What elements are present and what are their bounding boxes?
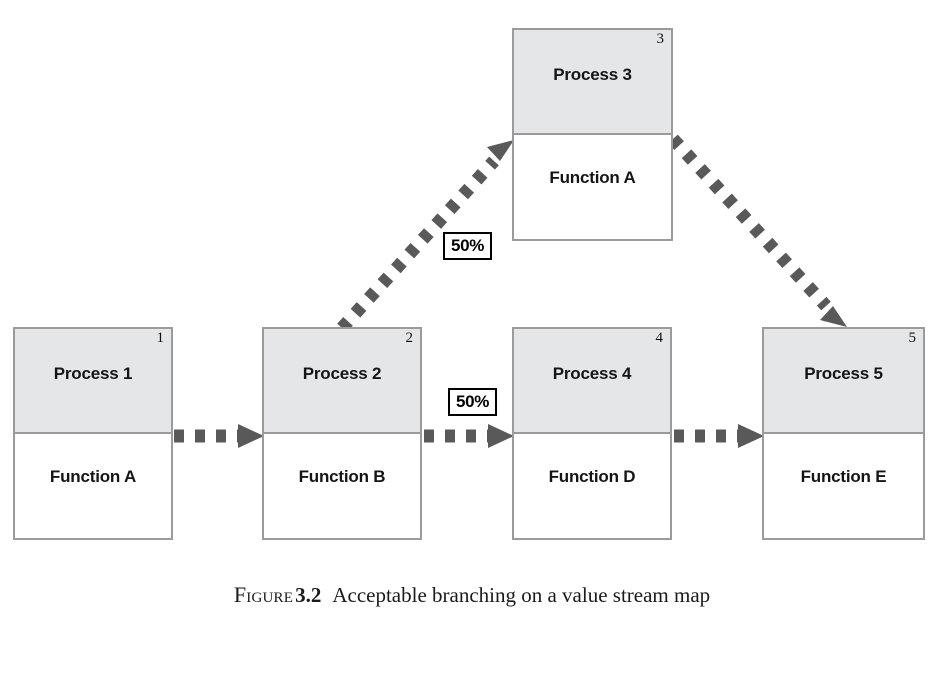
process-body-3: Function A xyxy=(514,134,671,239)
process-title: Process 4 xyxy=(552,364,632,384)
caption-text: Acceptable branching on a value stream m… xyxy=(332,583,711,607)
process-header-5: 5 Process 5 xyxy=(764,329,923,434)
arrow-1-to-2 xyxy=(174,424,264,448)
process-function: Function D xyxy=(548,467,636,487)
arrow-2-to-4 xyxy=(424,424,514,448)
process-title: Process 1 xyxy=(53,364,133,384)
caption-number: 3.2 xyxy=(295,583,322,607)
figure-caption: Figure3.2 Acceptable branching on a value… xyxy=(0,582,944,608)
process-body-4: Function D xyxy=(514,433,670,538)
process-box-4[interactable]: 4 Process 4 Function D xyxy=(512,327,672,540)
process-header-3: 3 Process 3 xyxy=(514,30,671,135)
process-function: Function A xyxy=(49,467,137,487)
process-box-2[interactable]: 2 Process 2 Function B xyxy=(262,327,422,540)
process-box-5[interactable]: 5 Process 5 Function E xyxy=(762,327,925,540)
process-header-4: 4 Process 4 xyxy=(514,329,670,434)
process-number: 4 xyxy=(655,330,664,346)
process-body-2: Function B xyxy=(264,433,420,538)
process-function: Function A xyxy=(549,168,636,188)
arrow-4-to-5 xyxy=(674,424,764,448)
process-body-1: Function A xyxy=(15,433,171,538)
arrow-3-to-5 xyxy=(668,134,847,327)
branch-percent-label-right: 50% xyxy=(448,388,498,416)
process-title: Process 2 xyxy=(302,364,382,384)
process-header-2: 2 Process 2 xyxy=(264,329,420,434)
process-box-1[interactable]: 1 Process 1 Function A xyxy=(13,327,173,540)
process-function: Function E xyxy=(800,467,887,487)
process-title: Process 5 xyxy=(804,364,883,384)
process-number: 1 xyxy=(156,330,165,346)
process-box-3[interactable]: 3 Process 3 Function A xyxy=(512,28,673,241)
process-body-5: Function E xyxy=(764,433,923,538)
process-number: 2 xyxy=(405,330,414,346)
process-number: 5 xyxy=(908,330,917,346)
process-title: Process 3 xyxy=(553,65,632,85)
process-header-1: 1 Process 1 xyxy=(15,329,171,434)
branch-percent-label-up: 50% xyxy=(443,232,493,260)
process-number: 3 xyxy=(656,31,665,47)
caption-label: Figure xyxy=(233,582,294,607)
process-function: Function B xyxy=(298,467,386,487)
